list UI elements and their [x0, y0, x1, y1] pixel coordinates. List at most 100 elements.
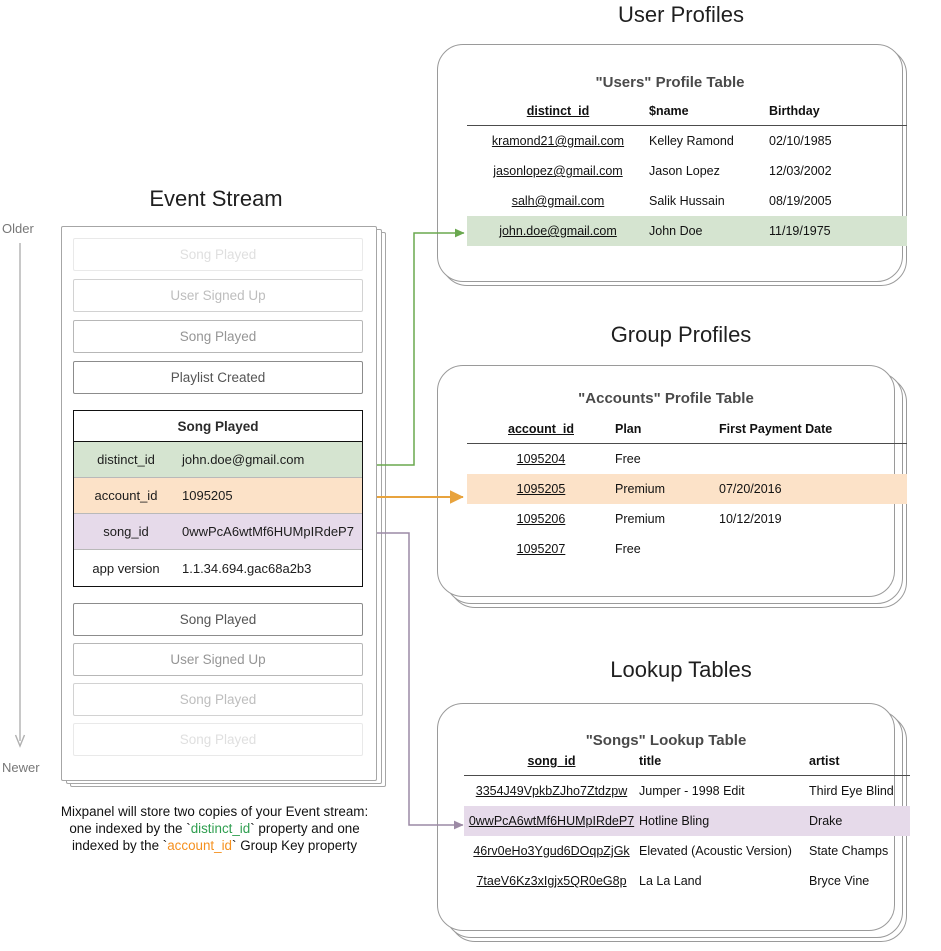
songs-table-header-row: song_id title artist — [464, 754, 910, 776]
caption-token-distinct-id: distinct_id — [190, 821, 251, 836]
cell-distinct-id: salh@gmail.com — [511, 194, 605, 208]
expanded-event-name: Song Played — [74, 411, 362, 442]
event-row[interactable]: User Signed Up — [73, 643, 363, 676]
caption-line-2-pre: one indexed by the ` — [69, 821, 191, 836]
cell-plan: Free — [615, 542, 641, 556]
cell-plan: Premium — [615, 512, 666, 526]
event-row[interactable]: Song Played — [73, 683, 363, 716]
table-row[interactable]: 3354J49VpkbZJho7Ztdzpw Jumper - 1998 Edi… — [464, 776, 910, 807]
event-row[interactable]: Song Played — [73, 320, 363, 353]
cell-title: Hotline Bling — [639, 806, 809, 836]
event-property-account-id: account_id 1095205 — [74, 478, 362, 514]
event-row[interactable]: Song Played — [73, 238, 363, 271]
event-stream-caption: Mixpanel will store two copies of your E… — [42, 803, 387, 854]
event-row[interactable]: Song Played — [73, 723, 363, 756]
cell-first-payment-date — [719, 534, 907, 564]
expanded-event-card[interactable]: Song Played distinct_id john.doe@gmail.c… — [73, 410, 363, 587]
event-property-key: app version — [92, 560, 160, 576]
event-row[interactable]: Playlist Created — [73, 361, 363, 394]
users-table: distinct_id $name Birthday kramond21@gma… — [467, 104, 907, 246]
event-row-label: Song Played — [179, 329, 257, 344]
songs-table: song_id title artist 3354J49VpkbZJho7Ztd… — [464, 754, 910, 896]
table-row-highlighted[interactable]: 1095205 Premium 07/20/2016 — [467, 474, 907, 504]
table-row-highlighted[interactable]: 0wwPcA6wtMf6HUMpIRdeP7 Hotline Bling Dra… — [464, 806, 910, 836]
cell-song-id: 46rv0eHo3Ygud6DOqpZjGk — [473, 844, 630, 858]
cell-plan: Premium — [615, 474, 719, 504]
cell-song-id: 0wwPcA6wtMf6HUMpIRdeP7 — [464, 806, 639, 836]
cell-artist: Bryce Vine — [809, 874, 870, 888]
cell-birthday: 12/03/2002 — [769, 164, 832, 178]
users-table-head: distinct_id $name Birthday — [467, 104, 907, 126]
cell-title: Elevated (Acoustic Version) — [639, 844, 792, 858]
caption-line-3-pre: indexed by the ` — [71, 838, 168, 853]
table-row[interactable]: jasonlopez@gmail.com Jason Lopez 12/03/2… — [467, 156, 907, 186]
users-col-birthday: Birthday — [769, 104, 820, 118]
event-property-value: john.doe@gmail.com — [182, 452, 305, 467]
event-row-label: Song Played — [179, 612, 257, 627]
event-row-label: Playlist Created — [170, 370, 266, 385]
cell-name: Salik Hussain — [649, 194, 725, 208]
event-property-distinct-id: distinct_id john.doe@gmail.com — [74, 442, 362, 478]
accounts-table-header-row: account_id Plan First Payment Date — [467, 422, 907, 444]
accounts-table-head: account_id Plan First Payment Date — [467, 422, 907, 444]
songs-col-song-id: song_id — [527, 754, 576, 768]
event-property-song-id: song_id 0wwPcA6wtMf6HUMpIRdeP7 — [74, 514, 362, 550]
table-row[interactable]: 7taeV6Kz3xIgjx5QR0eG8p La La Land Bryce … — [464, 866, 910, 896]
cell-first-payment-date — [719, 444, 907, 475]
cell-distinct-id: jasonlopez@gmail.com — [493, 164, 623, 178]
accounts-col-plan: Plan — [615, 422, 642, 436]
lookup-tables-title: Lookup Tables — [610, 657, 752, 682]
table-row[interactable]: 1095207 Free — [467, 534, 907, 564]
cell-song-id: 3354J49VpkbZJho7Ztdzpw — [475, 784, 628, 798]
event-property-value: 1095205 — [182, 488, 233, 503]
cell-artist: State Champs — [809, 844, 889, 858]
cell-distinct-id: kramond21@gmail.com — [491, 134, 625, 148]
cell-account-id: 1095204 — [516, 452, 566, 466]
event-row-label: Song Played — [179, 692, 257, 707]
cell-name: Kelley Ramond — [649, 134, 734, 148]
users-col-name: $name — [649, 104, 689, 118]
cell-first-payment-date: 07/20/2016 — [719, 474, 907, 504]
cell-birthday: 08/19/2005 — [769, 194, 832, 208]
table-row[interactable]: 1095206 Premium 10/12/2019 — [467, 504, 907, 534]
event-row-label: Song Played — [179, 247, 257, 262]
caption-line-1: Mixpanel will store two copies of your E… — [60, 804, 369, 819]
cell-artist: Third Eye Blind — [809, 784, 894, 798]
caption-line-2-post: ` property and one — [250, 821, 360, 836]
songs-table-title: "Songs" Lookup Table — [585, 732, 747, 749]
table-row-highlighted[interactable]: john.doe@gmail.com John Doe 11/19/1975 — [467, 216, 907, 246]
cell-account-id: 1095207 — [516, 542, 566, 556]
cell-plan: Free — [615, 452, 641, 466]
songs-table-head: song_id title artist — [464, 754, 910, 776]
table-row[interactable]: salh@gmail.com Salik Hussain 08/19/2005 — [467, 186, 907, 216]
caption-line-3-post: ` Group Key property — [232, 838, 358, 853]
cell-name: John Doe — [649, 216, 769, 246]
event-row[interactable]: Song Played — [73, 603, 363, 636]
event-property-key: distinct_id — [97, 452, 155, 467]
cell-birthday: 02/10/1985 — [769, 134, 832, 148]
cell-first-payment-date: 10/12/2019 — [719, 512, 782, 526]
timeline-arrow-icon — [14, 243, 26, 748]
event-row-label: User Signed Up — [170, 652, 266, 667]
users-col-distinct-id: distinct_id — [526, 104, 590, 118]
event-property-app-version: app version 1.1.34.694.gac68a2b3 — [74, 550, 362, 586]
cell-title: La La Land — [639, 874, 702, 888]
event-row[interactable]: User Signed Up — [73, 279, 363, 312]
table-row[interactable]: 46rv0eHo3Ygud6DOqpZjGk Elevated (Acousti… — [464, 836, 910, 866]
accounts-table: account_id Plan First Payment Date 10952… — [467, 422, 907, 564]
cell-distinct-id: john.doe@gmail.com — [467, 216, 649, 246]
event-property-key: account_id — [94, 488, 158, 503]
songs-table-body: 3354J49VpkbZJho7Ztdzpw Jumper - 1998 Edi… — [464, 776, 910, 897]
caption-token-account-id: account_id — [167, 838, 233, 853]
event-row-label: User Signed Up — [170, 288, 266, 303]
user-profiles-title: User Profiles — [618, 2, 744, 27]
table-row[interactable]: kramond21@gmail.com Kelley Ramond 02/10/… — [467, 126, 907, 157]
timeline-older-label: Older — [2, 221, 34, 236]
event-row-label: Song Played — [179, 732, 257, 747]
event-property-value: 1.1.34.694.gac68a2b3 — [182, 560, 312, 576]
event-stream-list: Song Played User Signed Up Song Played P… — [61, 226, 377, 781]
accounts-col-account-id: account_id — [508, 422, 574, 436]
event-property-key: song_id — [103, 524, 149, 539]
table-row[interactable]: 1095204 Free — [467, 444, 907, 475]
